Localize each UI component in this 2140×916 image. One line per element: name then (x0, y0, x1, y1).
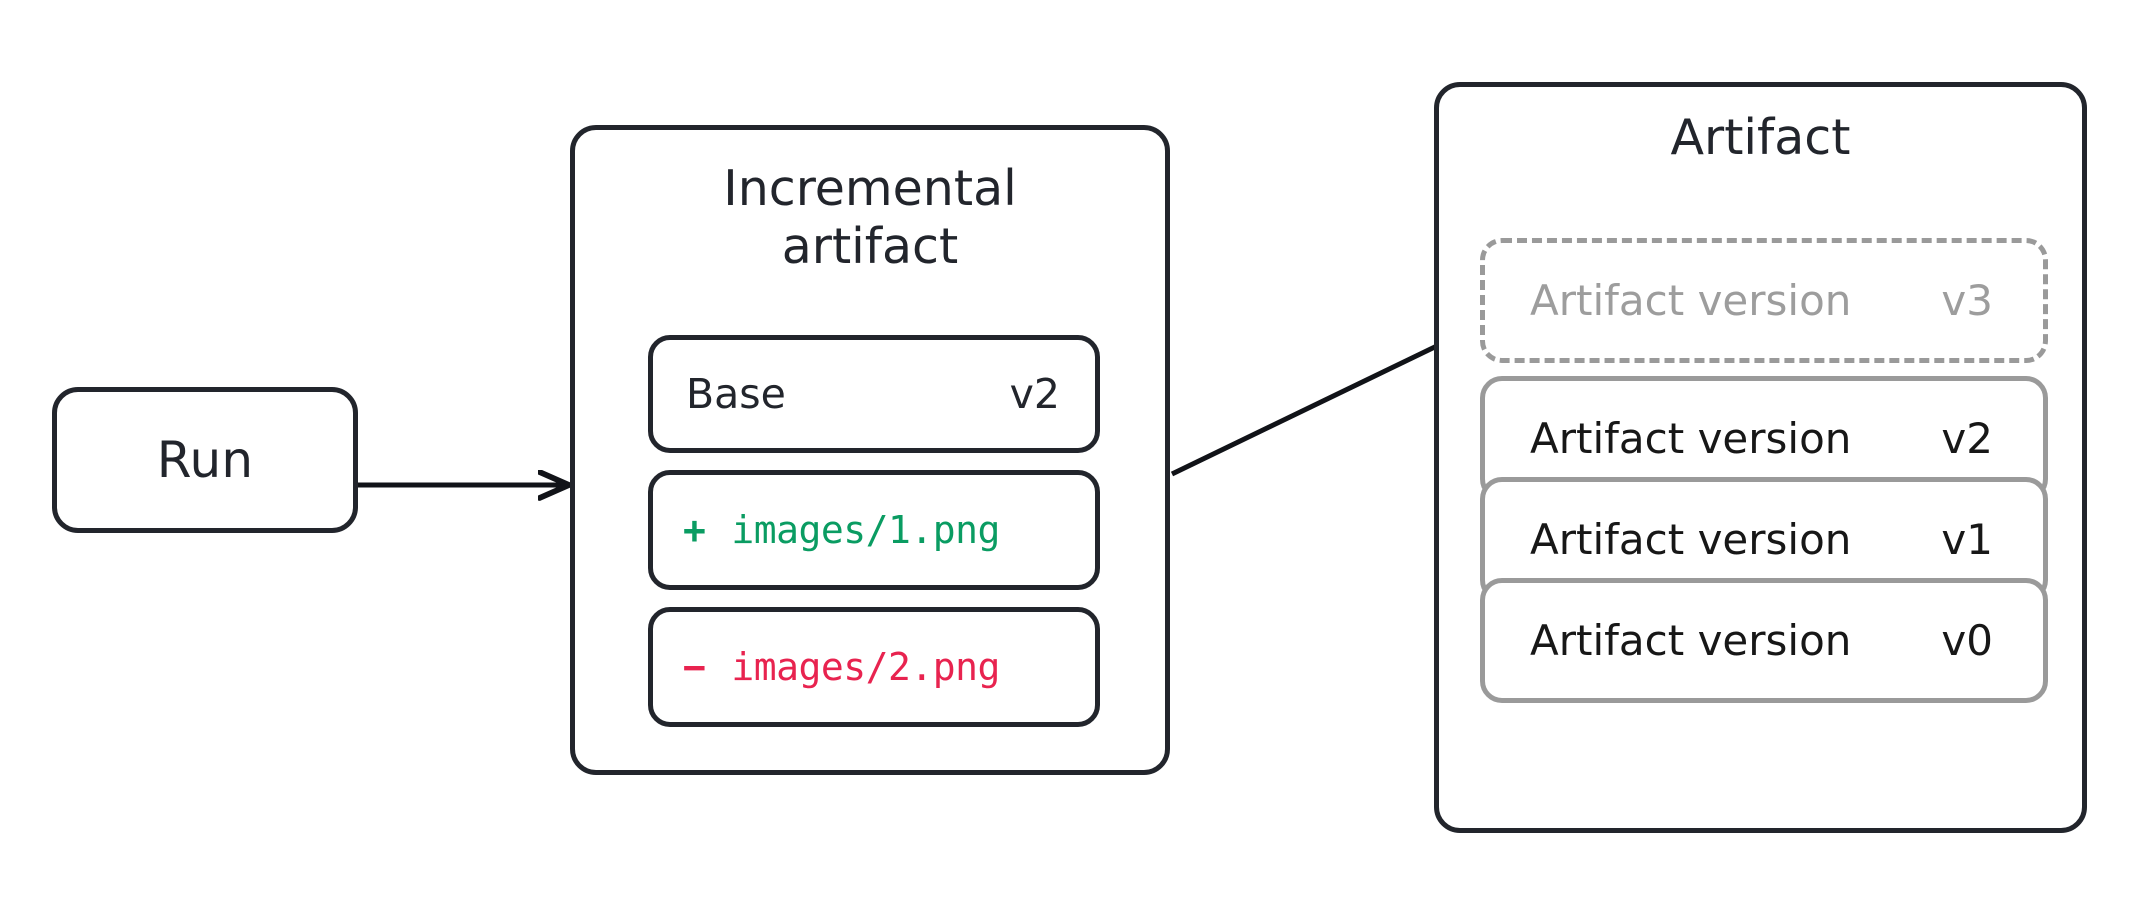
artifact-version-label: Artifact version (1530, 276, 1852, 325)
incremental-artifact-title: Incremental artifact (723, 160, 1017, 275)
artifact-version-label: Artifact version (1530, 616, 1852, 665)
artifact-version-number: v1 (1941, 515, 1993, 564)
artifact-version-row-v0[interactable]: Artifact version v0 (1480, 578, 2048, 703)
incremental-change-path-removed: images/2.png (731, 645, 1000, 689)
plus-icon: + (683, 508, 706, 552)
artifact-title: Artifact (1670, 109, 1851, 166)
artifact-version-number: v2 (1941, 414, 1993, 463)
incremental-change-row-removed[interactable]: − images/2.png (648, 607, 1100, 727)
incremental-base-label: Base (686, 370, 786, 418)
node-incremental-artifact[interactable]: Incremental artifact Base v2 + images/1.… (570, 125, 1170, 775)
run-label: Run (156, 431, 254, 489)
arrow-incremental-to-artifact-version (1170, 329, 1472, 477)
node-artifact[interactable]: Artifact Artifact version v3 Artifact ve… (1434, 82, 2087, 833)
artifact-version-row-v3[interactable]: Artifact version v3 (1480, 238, 2048, 363)
artifact-version-label: Artifact version (1530, 515, 1852, 564)
artifact-version-label: Artifact version (1530, 414, 1852, 463)
artifact-version-number: v0 (1941, 616, 1993, 665)
incremental-change-path-added: images/1.png (731, 508, 1000, 552)
incremental-base-version: v2 (1009, 370, 1060, 418)
incremental-base-row[interactable]: Base v2 (648, 335, 1100, 453)
minus-icon: − (683, 645, 706, 689)
node-run[interactable]: Run (52, 387, 358, 533)
artifact-version-number: v3 (1941, 276, 1993, 325)
incremental-change-row-added[interactable]: + images/1.png (648, 470, 1100, 590)
